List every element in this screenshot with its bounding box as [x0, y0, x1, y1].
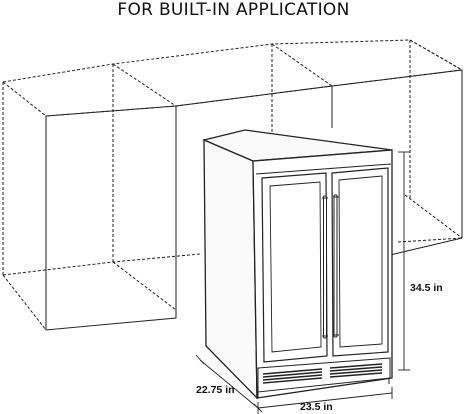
left-door [261, 172, 328, 363]
door-handles [322, 194, 339, 339]
vent-grille [262, 363, 383, 384]
depth-dimension-label: 22.75 in [196, 384, 235, 396]
fridge-side [203, 139, 258, 400]
kickplate [257, 357, 391, 393]
cabinet-front-faces [45, 69, 463, 331]
right-door [331, 167, 389, 357]
width-dimension-label: 23.5 in [300, 401, 333, 413]
dimension-lines [195, 151, 410, 414]
diagram-title: FOR BUILT-IN APPLICATION [117, 0, 350, 20]
wine-fridge [201, 129, 393, 400]
height-dimension-label: 34.5 in [410, 282, 443, 294]
fridge-front [252, 149, 393, 399]
